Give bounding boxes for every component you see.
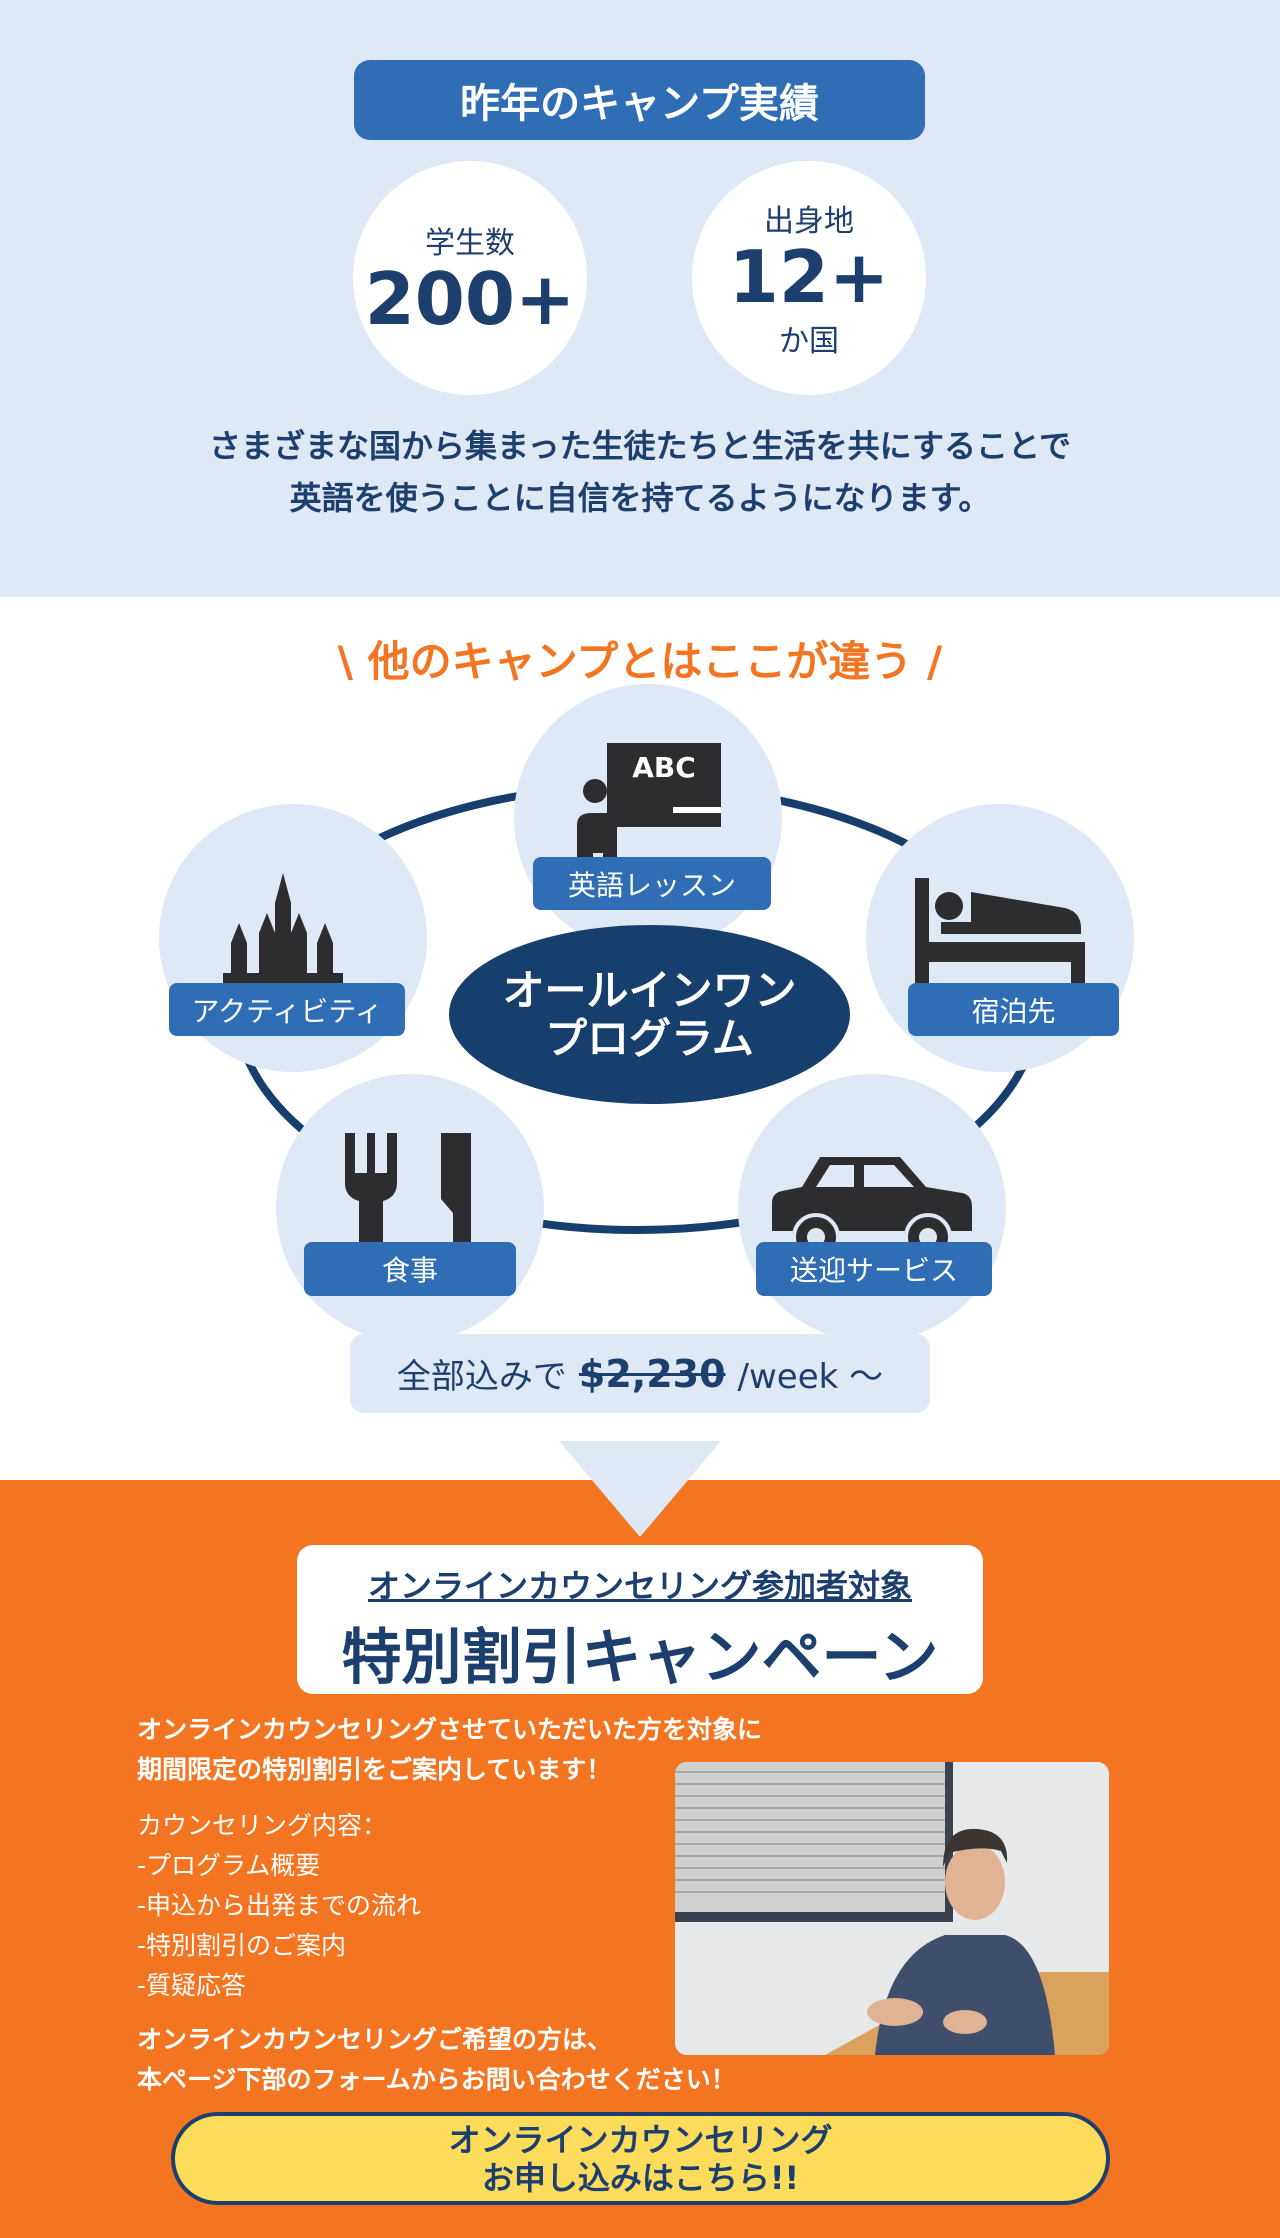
campaign-outro: オンラインカウンセリングご希望の方は、 本ページ下部のフォームからお問い合わせく…	[137, 2020, 736, 2100]
contents-item: -特別割引のご案内	[137, 1931, 347, 1960]
contents-item: -プログラム概要	[137, 1851, 321, 1880]
feature-label-lesson: 英語レッスン	[533, 857, 771, 910]
feature-label-meals: 食事	[304, 1242, 516, 1296]
feature-label-transfer: 送迎サービス	[756, 1242, 992, 1296]
price-suffix: /week 〜	[737, 1357, 884, 1397]
cta-line: お申し込みはこちら!!	[481, 2158, 800, 2197]
campaign-title: 特別割引キャンペーン	[341, 1623, 939, 1693]
stat-value: 200+	[364, 257, 576, 342]
price-box: 全部込みで $2,230 /week 〜	[350, 1334, 930, 1413]
outro-line: オンラインカウンセリングご希望の方は、	[137, 2025, 613, 2054]
car-icon	[738, 1074, 1006, 1342]
badge-line: プログラム	[545, 1013, 754, 1063]
description-line: さまざまな国から集まった生徒たちと生活を共にすることで	[208, 427, 1072, 465]
contents-item: -質疑応答	[137, 1971, 247, 2000]
stat-students: 学生数 200+	[353, 161, 587, 395]
intro-line: 期間限定の特別割引をご案内しています！	[137, 1755, 612, 1784]
feature-label-activity: アクティビティ	[169, 983, 405, 1036]
intro-line: オンラインカウンセリングさせていただいた方を対象に	[137, 1715, 763, 1744]
campaign-title-box: オンラインカウンセリング参加者対象 特別割引キャンペーン	[297, 1545, 983, 1694]
cta-line: オンラインカウンセリング	[448, 2120, 833, 2159]
description-line: 英語を使うことに自信を持てるようになります。	[289, 479, 991, 517]
price-prefix: 全部込みで	[396, 1357, 567, 1397]
campaign-subtitle: オンラインカウンセリング参加者対象	[367, 1567, 912, 1605]
arrow-down-icon	[559, 1441, 721, 1537]
stat-label: 学生数	[425, 226, 515, 262]
counseling-contents: カウンセリング内容： -プログラム概要 -申込から出発までの流れ -特別割引のご…	[137, 1806, 421, 2006]
badge-line: オールインワン	[502, 965, 797, 1015]
campaign-intro: オンラインカウンセリングさせていただいた方を対象に 期間限定の特別割引をご案内し…	[137, 1710, 762, 1790]
counseling-apply-button[interactable]: オンラインカウンセリング お申し込みはこちら!!	[171, 2112, 1110, 2205]
svg-text:ABC: ABC	[632, 751, 696, 784]
fork-knife-icon	[276, 1074, 544, 1342]
stat-label: 出身地	[764, 204, 854, 240]
price-value: $2,230	[578, 1351, 726, 1396]
contents-item: -申込から出発までの流れ	[137, 1891, 422, 1920]
counselor-photo	[675, 1762, 1109, 2055]
contents-label: カウンセリング内容：	[137, 1811, 388, 1840]
results-description: さまざまな国から集まった生徒たちと生活を共にすることで 英語を使うことに自信を持…	[0, 420, 1280, 524]
stat-value: 12+	[728, 235, 890, 320]
stat-countries: 出身地 12+ か国	[692, 161, 926, 395]
teacher-icon: ABC	[514, 684, 782, 952]
features-heading: \ 他のキャンプとはここが違う /	[337, 637, 943, 686]
outro-line: 本ページ下部のフォームからお問い合わせください！	[137, 2065, 736, 2094]
results-title: 昨年のキャンプ実績	[354, 60, 925, 140]
all-in-one-badge: オールインワン プログラム	[449, 925, 850, 1104]
stat-unit: か国	[779, 323, 839, 359]
feature-label-lodging: 宿泊先	[908, 983, 1119, 1036]
